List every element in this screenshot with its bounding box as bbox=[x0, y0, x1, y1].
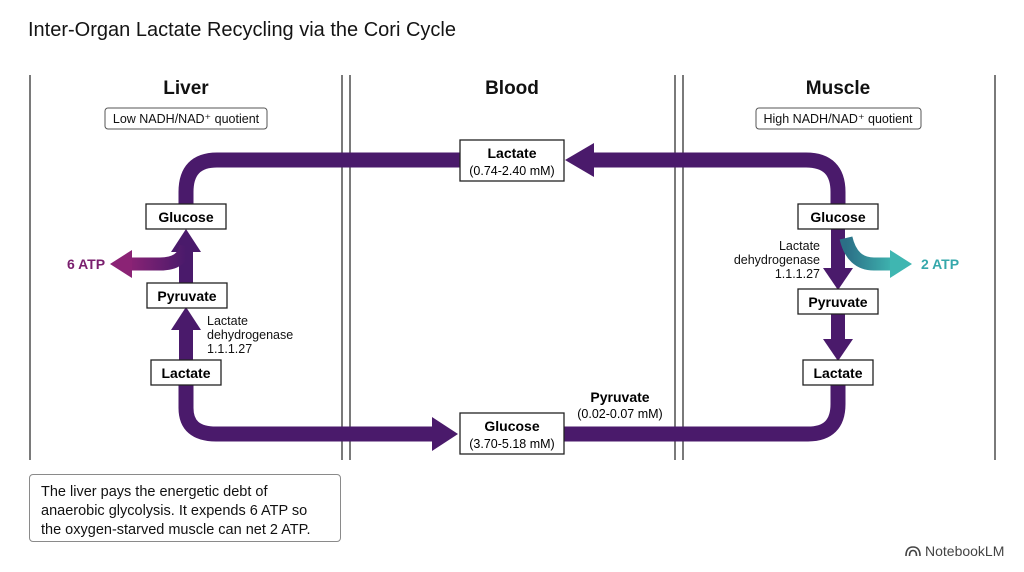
bottom-muscle-path bbox=[563, 385, 846, 442]
muscle-condition-text: High NADH/NAD⁺ quotient bbox=[763, 112, 913, 126]
arrow-to-blood-lactate bbox=[565, 143, 594, 177]
muscle-pyruvate-label: Pyruvate bbox=[808, 294, 867, 310]
summary-note: The liver pays the energetic debt of ana… bbox=[29, 474, 341, 542]
liver-lactate-box: Lactate bbox=[150, 359, 222, 386]
liver-atp-label: 6 ATP bbox=[67, 256, 105, 272]
blood-lactate-concentration: (0.74-2.40 mM) bbox=[469, 164, 554, 178]
muscle-enzyme-line1: Lactate bbox=[779, 239, 820, 253]
muscle-atp-arrow-shaft bbox=[839, 236, 894, 271]
muscle-condition-pill: High NADH/NAD⁺ quotient bbox=[755, 107, 922, 130]
muscle-atp-arrowhead bbox=[890, 250, 912, 278]
muscle-column-header: Muscle bbox=[806, 78, 870, 99]
blood-column-header: Blood bbox=[485, 78, 539, 99]
blood-lactate-label: Lactate bbox=[487, 145, 536, 161]
blood-glucose-box: Glucose (3.70-5.18 mM) bbox=[459, 412, 565, 455]
blood-lactate-box: Lactate (0.74-2.40 mM) bbox=[459, 139, 565, 182]
bottom-liver-path bbox=[178, 385, 434, 442]
liver-pyruvate-label: Pyruvate bbox=[157, 288, 216, 304]
liver-glucose-box: Glucose bbox=[145, 203, 227, 230]
blood-glucose-label: Glucose bbox=[484, 418, 539, 434]
cycle-track bbox=[178, 152, 846, 442]
blood-glucose-concentration: (3.70-5.18 mM) bbox=[469, 437, 554, 451]
muscle-lactate-box: Lactate bbox=[802, 359, 874, 386]
muscle-pyruvate-to-lactate-head bbox=[823, 339, 853, 361]
liver-condition-text: Low NADH/NAD⁺ quotient bbox=[113, 112, 260, 126]
liver-lactate-to-pyruvate-shaft bbox=[179, 326, 193, 360]
liver-atp-arrow-shaft bbox=[128, 244, 193, 271]
liver-lactate-label: Lactate bbox=[161, 365, 210, 381]
muscle-enzyme-line2: dehydrogenase bbox=[734, 253, 820, 267]
liver-lactate-to-pyruvate-head bbox=[171, 307, 201, 330]
muscle-glucose-to-pyruvate-head bbox=[823, 268, 853, 290]
watermark-text: NotebookLM bbox=[925, 543, 1005, 559]
muscle-enzyme-line3: 1.1.1.27 bbox=[775, 267, 820, 281]
liver-enzyme-line3: 1.1.1.27 bbox=[207, 342, 252, 356]
top-liver-path bbox=[178, 152, 460, 204]
notebooklm-watermark: NotebookLM bbox=[905, 543, 1004, 559]
muscle-glucose-label: Glucose bbox=[810, 209, 865, 225]
liver-condition-pill: Low NADH/NAD⁺ quotient bbox=[104, 107, 268, 130]
page-title: Inter-Organ Lactate Recycling via the Co… bbox=[28, 19, 456, 41]
liver-glucose-label: Glucose bbox=[158, 209, 213, 225]
notebooklm-logo-icon bbox=[905, 545, 921, 557]
liver-enzyme-line1: Lactate bbox=[207, 314, 248, 328]
blood-pyruvate-concentration: (0.02-0.07 mM) bbox=[577, 407, 662, 421]
liver-column-header: Liver bbox=[163, 78, 209, 99]
liver-enzyme-label: Lactate dehydrogenase 1.1.1.27 bbox=[207, 314, 293, 356]
muscle-enzyme-label: Lactate dehydrogenase 1.1.1.27 bbox=[734, 239, 820, 281]
blood-pyruvate-label: Pyruvate bbox=[590, 389, 649, 405]
arrow-to-blood-glucose bbox=[432, 417, 458, 451]
muscle-atp-label: 2 ATP bbox=[921, 256, 959, 272]
muscle-glucose-box: Glucose bbox=[797, 203, 879, 230]
liver-enzyme-line2: dehydrogenase bbox=[207, 328, 293, 342]
muscle-pyruvate-box: Pyruvate bbox=[797, 288, 879, 315]
muscle-pyruvate-to-lactate-shaft bbox=[831, 314, 845, 342]
muscle-glucose-to-pyruvate-shaft bbox=[831, 228, 845, 272]
liver-pyruvate-to-glucose-head bbox=[171, 229, 201, 252]
liver-atp-arrowhead bbox=[110, 250, 132, 278]
liver-pyruvate-box: Pyruvate bbox=[146, 282, 228, 309]
top-return-path bbox=[592, 152, 846, 208]
muscle-lactate-label: Lactate bbox=[813, 365, 862, 381]
